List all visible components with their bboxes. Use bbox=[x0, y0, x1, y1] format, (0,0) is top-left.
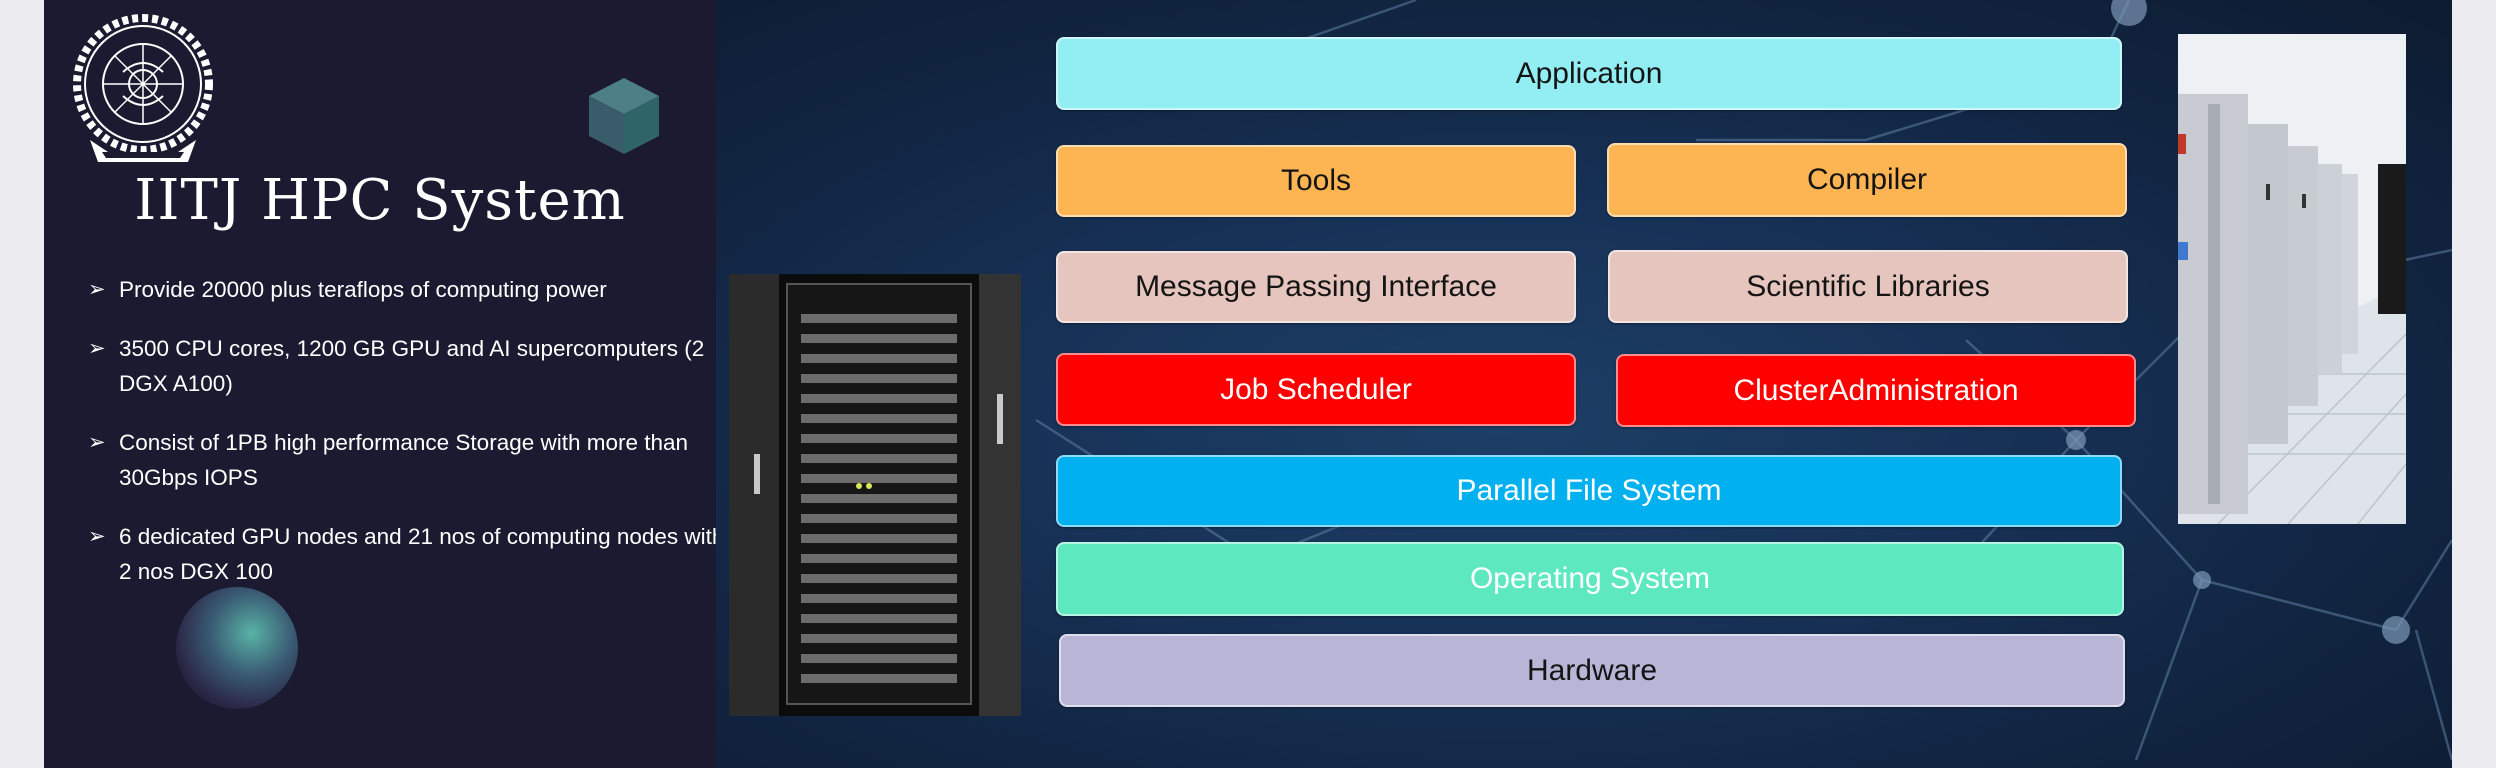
layer-job-scheduler: Job Scheduler bbox=[1056, 353, 1576, 426]
feature-item: ➢Consist of 1PB high performance Storage… bbox=[88, 425, 728, 495]
arrow-bullet-icon: ➢ bbox=[88, 278, 106, 301]
sphere-decoration bbox=[176, 587, 298, 709]
layer-compiler: Compiler bbox=[1607, 143, 2127, 217]
server-rack-photo bbox=[729, 274, 1021, 716]
layer-scientific-libraries: Scientific Libraries bbox=[1608, 250, 2128, 323]
left-panel: IITJ HPC System ➢Provide 20000 plus tera… bbox=[44, 0, 724, 768]
layer-message-passing-interface: Message Passing Interface bbox=[1056, 251, 1576, 323]
layer-application: Application bbox=[1056, 37, 2122, 110]
layer-parallel-file-system: Parallel File System bbox=[1056, 455, 2122, 527]
arrow-bullet-icon: ➢ bbox=[88, 525, 106, 548]
feature-list: ➢Provide 20000 plus teraflops of computi… bbox=[88, 272, 728, 613]
arrow-bullet-icon: ➢ bbox=[88, 337, 106, 360]
data-center-photo bbox=[2178, 34, 2406, 524]
cube-decoration bbox=[589, 78, 659, 154]
slide-title: IITJ HPC System bbox=[134, 168, 626, 233]
layer-tools: Tools bbox=[1056, 145, 1576, 217]
arrow-bullet-icon: ➢ bbox=[88, 431, 106, 454]
slide: IITJ HPC System ➢Provide 20000 plus tera… bbox=[44, 0, 2452, 768]
institute-logo bbox=[73, 14, 213, 162]
feature-item: ➢6 dedicated GPU nodes and 21 nos of com… bbox=[88, 519, 728, 589]
feature-item: ➢Provide 20000 plus teraflops of computi… bbox=[88, 272, 728, 307]
layer-cluster-administration: ClusterAdministration bbox=[1616, 354, 2136, 427]
layer-operating-system: Operating System bbox=[1056, 542, 2124, 616]
feature-item: ➢3500 CPU cores, 1200 GB GPU and AI supe… bbox=[88, 331, 728, 401]
layer-hardware: Hardware bbox=[1059, 634, 2125, 707]
